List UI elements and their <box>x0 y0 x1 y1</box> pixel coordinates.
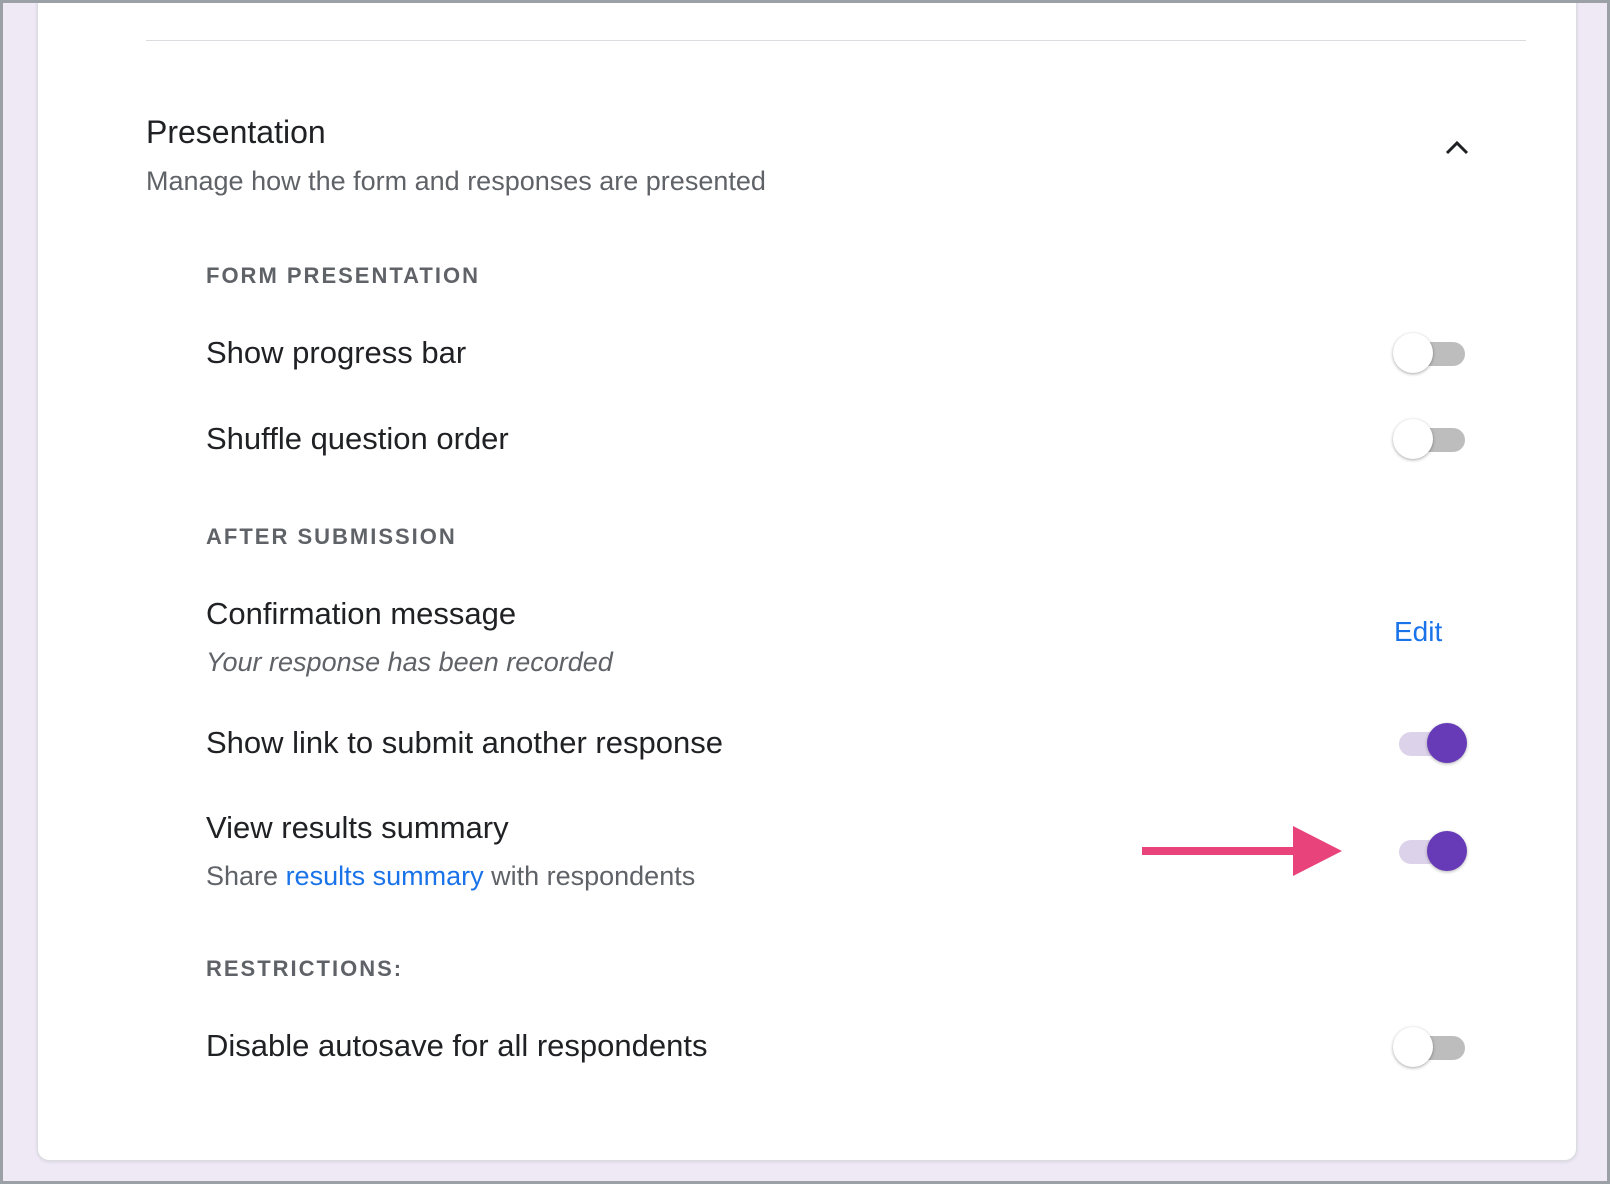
group-label-form-presentation: FORM PRESENTATION <box>206 263 480 288</box>
confirmation-message-value: Your response has been recorded <box>206 647 613 677</box>
toggle-thumb <box>1427 831 1467 871</box>
results-summary-description: Share results summary with respondents <box>206 859 695 893</box>
results-summary-link[interactable]: results summary <box>285 861 484 891</box>
disable-autosave-label: Disable autosave for all respondents <box>206 1028 708 1063</box>
section-divider <box>146 40 1526 41</box>
shuffle-question-label: Shuffle question order <box>206 421 509 456</box>
group-label-restrictions: RESTRICTIONS: <box>206 956 404 981</box>
progress-bar-label: Show progress bar <box>206 335 467 370</box>
chevron-up-icon <box>1445 140 1469 155</box>
annotation-arrow-icon <box>1142 826 1342 876</box>
results-summary-suffix: with respondents <box>483 861 696 891</box>
section-title: Presentation <box>146 114 326 150</box>
group-label-after-submission: AFTER SUBMISSION <box>206 524 457 549</box>
progress-bar-toggle[interactable] <box>1393 332 1469 374</box>
results-summary-toggle[interactable] <box>1393 830 1469 872</box>
disable-autosave-toggle[interactable] <box>1393 1026 1469 1068</box>
results-summary-label: View results summary <box>206 810 509 845</box>
section-description: Manage how the form and responses are pr… <box>146 166 766 196</box>
toggle-thumb <box>1393 333 1433 373</box>
shuffle-question-toggle[interactable] <box>1393 418 1469 460</box>
results-summary-prefix: Share <box>206 861 286 891</box>
toggle-thumb <box>1427 723 1467 763</box>
submit-another-toggle[interactable] <box>1393 722 1469 764</box>
settings-card: Presentation Manage how the form and res… <box>37 0 1577 1161</box>
edit-confirmation-button[interactable]: Edit <box>1394 616 1443 647</box>
toggle-thumb <box>1393 419 1433 459</box>
toggle-thumb <box>1393 1027 1433 1067</box>
submit-another-label: Show link to submit another response <box>206 725 723 760</box>
collapse-button[interactable] <box>1436 126 1478 168</box>
confirmation-message-label: Confirmation message <box>206 596 517 631</box>
